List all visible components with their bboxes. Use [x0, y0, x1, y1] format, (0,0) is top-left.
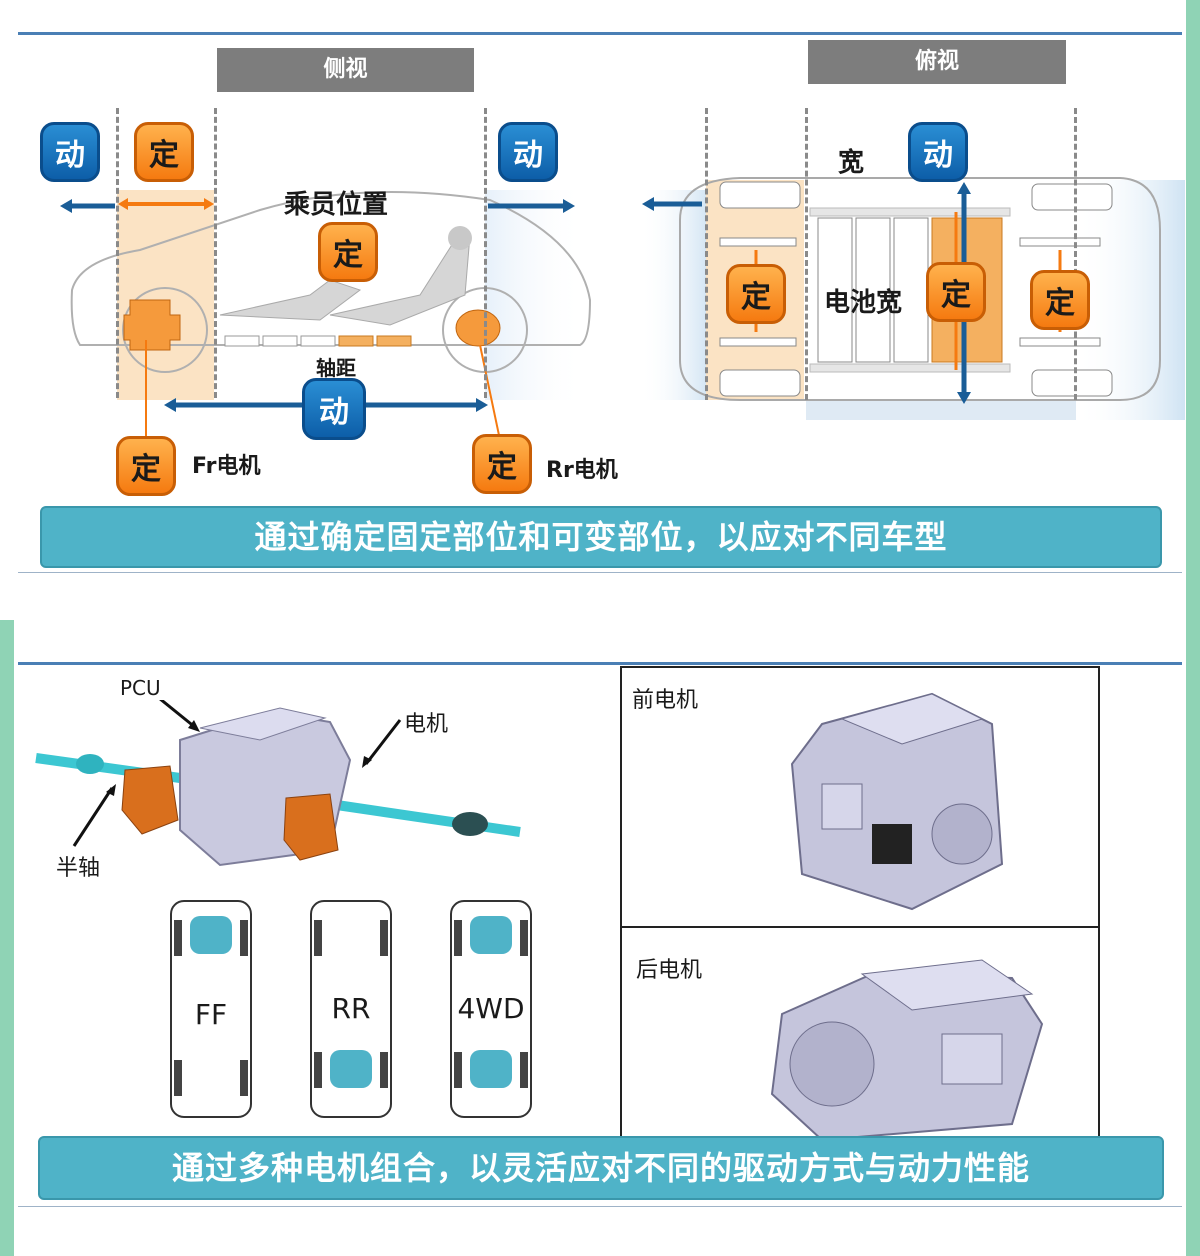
rear-motor-indicator [330, 1050, 372, 1088]
front-motor-caption: 前电机 [632, 688, 699, 713]
left-edge-accent [0, 620, 14, 1256]
rr-layout-code: RR [331, 992, 371, 1025]
bottom-bottom-rule [18, 1206, 1182, 1207]
wheelbase-variable-badge: 动 [302, 378, 366, 440]
wheelbase-label: 轴距 [316, 356, 356, 380]
rear-overhang-variable-badge: 动 [498, 122, 558, 182]
side-view-title: 侧视 [217, 48, 474, 92]
passenger-fixed-badge: 定 [318, 222, 378, 282]
top-bottom-rule [18, 572, 1182, 573]
bottom-rule [18, 662, 1182, 665]
front-overhang-variable-badge: 动 [40, 122, 100, 182]
side-divider-2 [214, 108, 217, 398]
4wd-layout-card: 4WD [450, 900, 532, 1118]
width-label: 宽 [838, 148, 865, 178]
width-variable-badge: 动 [908, 122, 968, 182]
top-divider-2 [805, 108, 808, 400]
front-axle-fixed-badge: 定 [726, 264, 786, 324]
battery-width-label: 电池宽 [824, 288, 903, 318]
pcu-label: PCU [120, 676, 161, 700]
front-motor-zone-fixed-badge: 定 [134, 122, 194, 182]
front-motor-image [790, 692, 1004, 911]
top-view-title: 俯视 [808, 40, 1066, 84]
rr-layout-card: RR [310, 900, 392, 1118]
rr-motor-fixed-badge: 定 [472, 434, 532, 494]
rear-motor-frame: 后电机 [620, 926, 1100, 1140]
ff-layout-code: FF [194, 998, 228, 1031]
rear-motor-indicator [470, 1050, 512, 1088]
ff-layout-card: FF [170, 900, 252, 1118]
rear-axle-fixed-badge: 定 [1030, 270, 1090, 330]
top-view-car-diagram [640, 177, 1185, 420]
top-summary-banner: 通过确定固定部位和可变部位，以应对不同车型 [40, 506, 1162, 568]
battery-width-fixed-badge: 定 [926, 262, 986, 322]
front-motor-indicator [190, 916, 232, 954]
drivetrain-assembly-illustration [35, 700, 521, 867]
bottom-summary-banner: 通过多种电机组合，以灵活应对不同的驱动方式与动力性能 [38, 1136, 1164, 1200]
motor-label: 电机 [404, 712, 449, 737]
front-motor-indicator [470, 916, 512, 954]
fr-motor-fixed-badge: 定 [116, 436, 176, 496]
right-edge-accent [1186, 0, 1200, 1256]
half-shaft-label: 半轴 [56, 856, 101, 881]
passenger-position-label: 乘员位置 [284, 190, 389, 220]
side-divider-3 [484, 108, 487, 398]
fr-motor-label: Fr电机 [192, 454, 261, 479]
rear-motor-image [770, 959, 1044, 1140]
rr-motor-label: Rr电机 [546, 458, 618, 483]
rear-motor-caption: 后电机 [636, 958, 703, 983]
top-rule [18, 32, 1182, 35]
4wd-layout-code: 4WD [457, 992, 525, 1025]
top-divider-1 [705, 108, 708, 400]
top-divider-3 [1074, 108, 1077, 400]
side-divider-1 [116, 108, 119, 398]
front-motor-frame: 前电机 [620, 666, 1100, 928]
